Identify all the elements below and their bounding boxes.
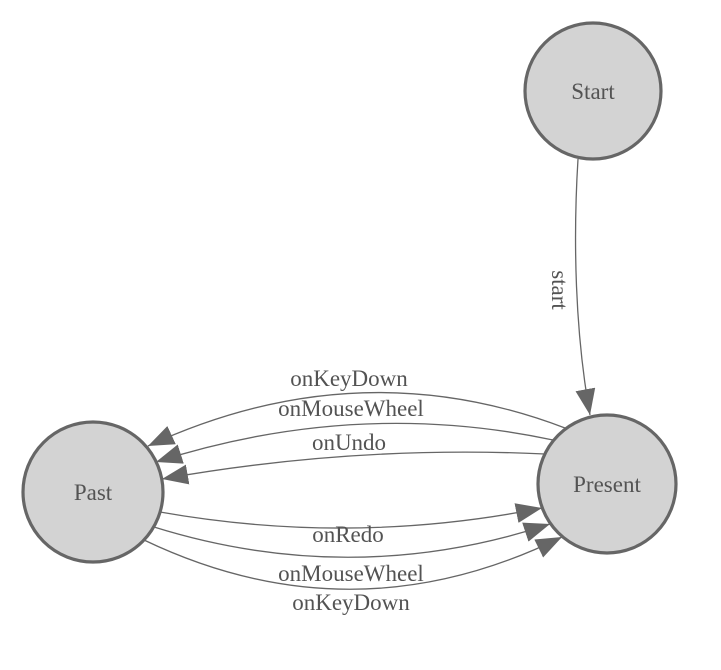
edge-present-to-past-onundo: onUndo: [161, 430, 546, 485]
edge-label-onundo: onUndo: [312, 430, 386, 455]
edge-label-onmousewheel-bottom: onMouseWheel: [278, 561, 424, 586]
edge-line-onmousewheel-bottom: [153, 522, 551, 558]
node-start-circle[interactable]: [523, 21, 663, 161]
edge-label-onkeydown-bottom: onKeyDown: [292, 590, 410, 615]
node-present-circle[interactable]: [536, 413, 678, 555]
node-past-circle[interactable]: [21, 420, 165, 564]
edge-past-to-present-onkeydown: onKeyDown: [143, 536, 563, 615]
edge-present-to-past-onmousewheel: onMouseWheel: [155, 396, 554, 464]
node-present-label: Present: [573, 472, 641, 497]
node-past: Past: [21, 420, 165, 564]
edge-present-to-past-onkeydown: onKeyDown: [147, 366, 566, 447]
edge-line-start: [574, 158, 596, 416]
edge-line-onundo: [161, 451, 546, 485]
edge-line-onredo: [159, 503, 543, 529]
node-start-label: Start: [571, 79, 615, 104]
edge-start-to-present: start: [547, 158, 596, 416]
edge-label-start: start: [547, 270, 572, 310]
edge-line-onkeydown-bottom: [143, 536, 563, 590]
edge-label-onmousewheel-top: onMouseWheel: [278, 396, 424, 421]
edge-label-onkeydown-top: onKeyDown: [290, 366, 408, 391]
node-past-label: Past: [74, 480, 113, 505]
edge-past-to-present-onmousewheel: onMouseWheel: [153, 522, 551, 586]
edge-label-onredo: onRedo: [312, 522, 384, 547]
edge-past-to-present-onredo: onRedo: [159, 503, 543, 547]
edge-line-onmousewheel-top: [155, 422, 554, 464]
edge-line-onkeydown-top: [147, 391, 566, 447]
node-present: Present: [536, 413, 678, 555]
node-start: Start: [523, 21, 663, 161]
